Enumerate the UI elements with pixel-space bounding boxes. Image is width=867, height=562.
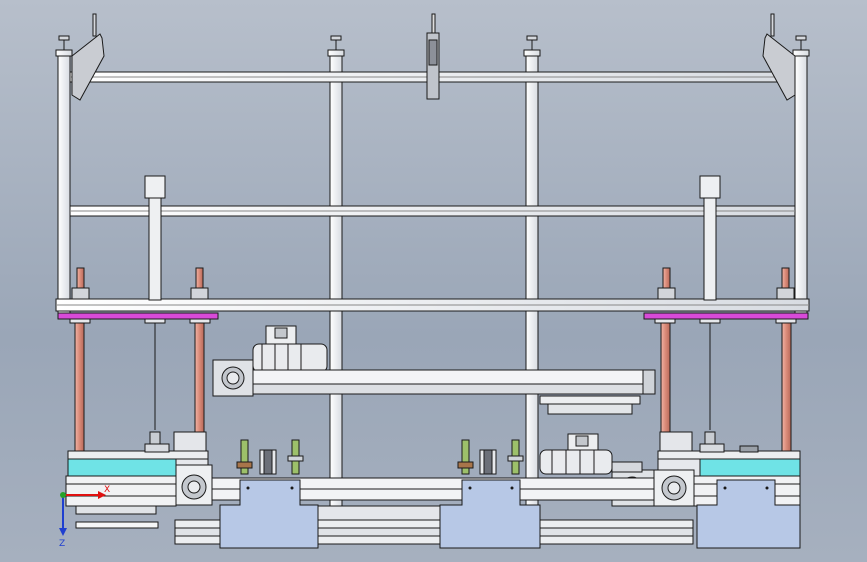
fixtures-left xyxy=(236,439,304,475)
base-rail xyxy=(174,477,694,545)
x-axis-label: X xyxy=(104,485,110,495)
z-axis-label: Z xyxy=(59,539,65,549)
upper-frame xyxy=(55,49,810,508)
left-carriage xyxy=(65,431,213,529)
top-leveling-feet xyxy=(58,13,807,50)
inner-post-right xyxy=(525,54,539,508)
upper-motor xyxy=(212,325,656,415)
blue-base-blocks xyxy=(219,479,801,549)
corner-brackets xyxy=(71,33,796,101)
right-cyan-block xyxy=(699,458,801,477)
center-sensor xyxy=(426,13,440,100)
inner-post-left xyxy=(329,54,343,508)
fixtures-right xyxy=(457,439,524,475)
coordinate-triad: X Z xyxy=(59,485,110,549)
rod-nuts-upper xyxy=(71,287,795,300)
guide-columns xyxy=(144,175,721,430)
left-post xyxy=(57,54,71,314)
magenta-plates xyxy=(57,312,809,320)
right-post xyxy=(794,54,808,314)
threaded-rods-upper xyxy=(76,267,790,291)
left-cyan-block xyxy=(67,458,177,477)
